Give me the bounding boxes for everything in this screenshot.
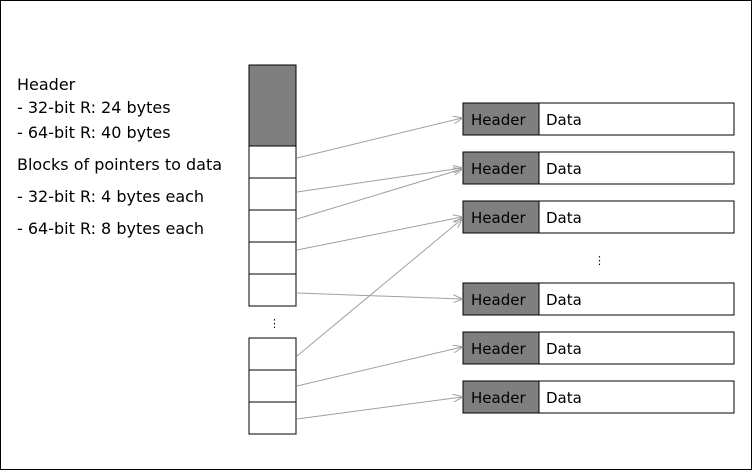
pointer-arrow — [296, 118, 462, 159]
pointer-arrow — [296, 292, 462, 299]
record-header-cell — [462, 380, 540, 414]
pointer-arrow — [296, 169, 462, 220]
legend-header-64bit: - 64-bit R: 40 bytes — [17, 123, 171, 142]
record-ellipsis: ⋮ — [594, 254, 605, 267]
pointer-arrow — [296, 347, 462, 387]
pointer-arrow — [296, 397, 462, 420]
record-data-cell — [538, 200, 735, 234]
record-header-cell — [462, 282, 540, 316]
pointer-cell — [248, 273, 297, 307]
record-data-cell — [538, 151, 735, 185]
record-data-cell — [538, 331, 735, 365]
record-header-label: Header — [471, 291, 526, 309]
legend-blocks-title: Blocks of pointers to data — [17, 155, 223, 174]
record-header-label: Header — [471, 389, 526, 407]
record-data-cell — [538, 380, 735, 414]
legend-header-title: Header — [17, 75, 76, 94]
record-header-label: Header — [471, 160, 526, 178]
pointer-cell — [248, 401, 297, 435]
pointer-ellipsis: ⋮ — [269, 317, 280, 330]
record-header-label: Header — [471, 209, 526, 227]
legend-blocks-64bit: - 64-bit R: 8 bytes each — [17, 219, 205, 238]
pointer-cell — [248, 337, 297, 371]
record-data-label: Data — [546, 111, 582, 129]
record-header-cell — [462, 331, 540, 365]
pointer-cell — [248, 369, 297, 403]
pointer-cell — [248, 177, 297, 211]
pointer-cell — [248, 145, 297, 179]
record-data-cell — [538, 102, 735, 136]
legend-header-32bit: - 32-bit R: 24 bytes — [17, 98, 171, 117]
record-data-label: Data — [546, 389, 582, 407]
record-data-label: Data — [546, 340, 582, 358]
record-header-label: Header — [471, 111, 526, 129]
record-header-label: Header — [471, 340, 526, 358]
pointer-arrow — [296, 219, 462, 357]
legend-blocks-32bit: - 32-bit R: 4 bytes each — [17, 187, 205, 206]
vector-header-block — [248, 64, 297, 147]
record-data-label: Data — [546, 160, 582, 178]
pointer-cell — [248, 209, 297, 243]
pointer-arrow — [296, 217, 462, 251]
pointer-cell — [248, 241, 297, 275]
record-data-label: Data — [546, 209, 582, 227]
record-data-cell — [538, 282, 735, 316]
pointer-arrow — [296, 168, 462, 193]
record-data-label: Data — [546, 291, 582, 309]
